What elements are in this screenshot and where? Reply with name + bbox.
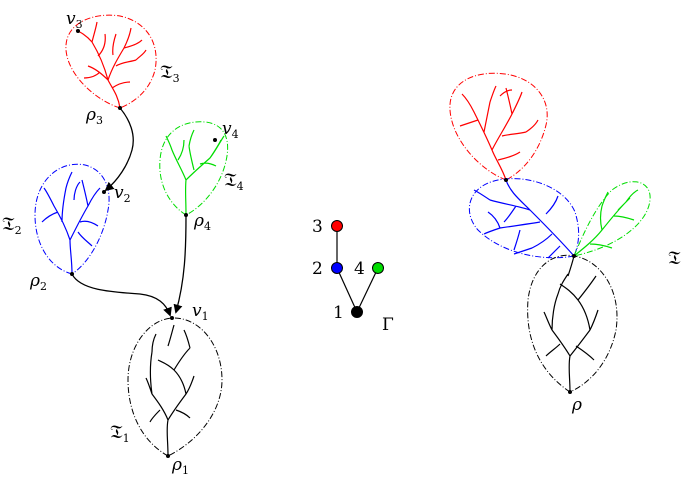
gamma-label-3: 3 [312, 217, 323, 237]
tree-t3-outline [65, 14, 157, 109]
gamma-edge-4-1 [356, 267, 379, 313]
glued-blue-branches [473, 179, 575, 259]
label-t: 𝔗 [668, 247, 681, 269]
tree-t2-branches [41, 171, 101, 275]
arrow-rho3-to-v2 [104, 107, 134, 192]
tree-t1-branches [145, 324, 195, 457]
tree-t2-outline [34, 163, 110, 275]
label-rho4: ρ4 [193, 211, 211, 233]
glued-rho-dot [568, 390, 572, 394]
graph-gamma: 3 2 4 1 Γ [312, 217, 394, 335]
arrow-rho2-to-v1 [71, 273, 172, 317]
label-rho1: ρ1 [171, 455, 189, 477]
gamma-label-1: 1 [333, 303, 344, 323]
glued-green-branches [573, 189, 639, 257]
label-v2: v2 [114, 183, 131, 205]
glued-red-outline [449, 72, 548, 181]
tree-t4-v4-dot [213, 138, 217, 142]
label-v4: v4 [222, 119, 239, 141]
gamma-label-2: 2 [312, 259, 323, 279]
glued-red-branches [459, 85, 539, 181]
glued-red-root-dot [504, 178, 508, 182]
gamma-edge-2-1 [336, 267, 358, 313]
label-v1: v1 [192, 301, 209, 323]
label-v3: v3 [66, 9, 83, 31]
tree-t3-v3-dot [76, 29, 80, 33]
glued-black-outline [527, 254, 618, 393]
label-rho: ρ [571, 395, 582, 415]
label-rho3: ρ3 [85, 105, 103, 127]
label-t4: 𝔗4 [224, 169, 244, 193]
tree-t3-branches [75, 21, 147, 109]
label-t3: 𝔗3 [160, 61, 180, 85]
glued-tree: ρ 𝔗 [449, 72, 681, 415]
tree-t2 [34, 163, 110, 276]
label-rho2: ρ2 [29, 271, 47, 293]
tree-t4 [159, 121, 229, 217]
tree-t1-rho1-dot [166, 454, 170, 458]
tree-t4-branches [165, 129, 225, 216]
tree-t4-outline [159, 121, 229, 216]
glued-blue-outline [468, 178, 580, 259]
glued-junction-dot [572, 254, 576, 258]
gamma-node-2 [331, 262, 343, 274]
label-t2: 𝔗2 [2, 213, 22, 237]
tree-t1 [127, 316, 223, 458]
tree-t1-v1-dot [170, 316, 174, 320]
glued-green-outline [573, 181, 651, 257]
glued-black-branches [543, 255, 599, 393]
gamma-node-1 [351, 306, 363, 318]
tree-t1-outline [127, 317, 223, 457]
gamma-node-3 [331, 220, 343, 232]
gamma-node-4 [372, 262, 384, 274]
arrow-rho4-to-v1 [173, 214, 187, 314]
tree-t2-v2-dot [102, 190, 106, 194]
label-t1: 𝔗1 [110, 421, 130, 445]
gamma-label-4: 4 [354, 259, 365, 279]
gamma-label-gamma: Γ [382, 315, 394, 335]
